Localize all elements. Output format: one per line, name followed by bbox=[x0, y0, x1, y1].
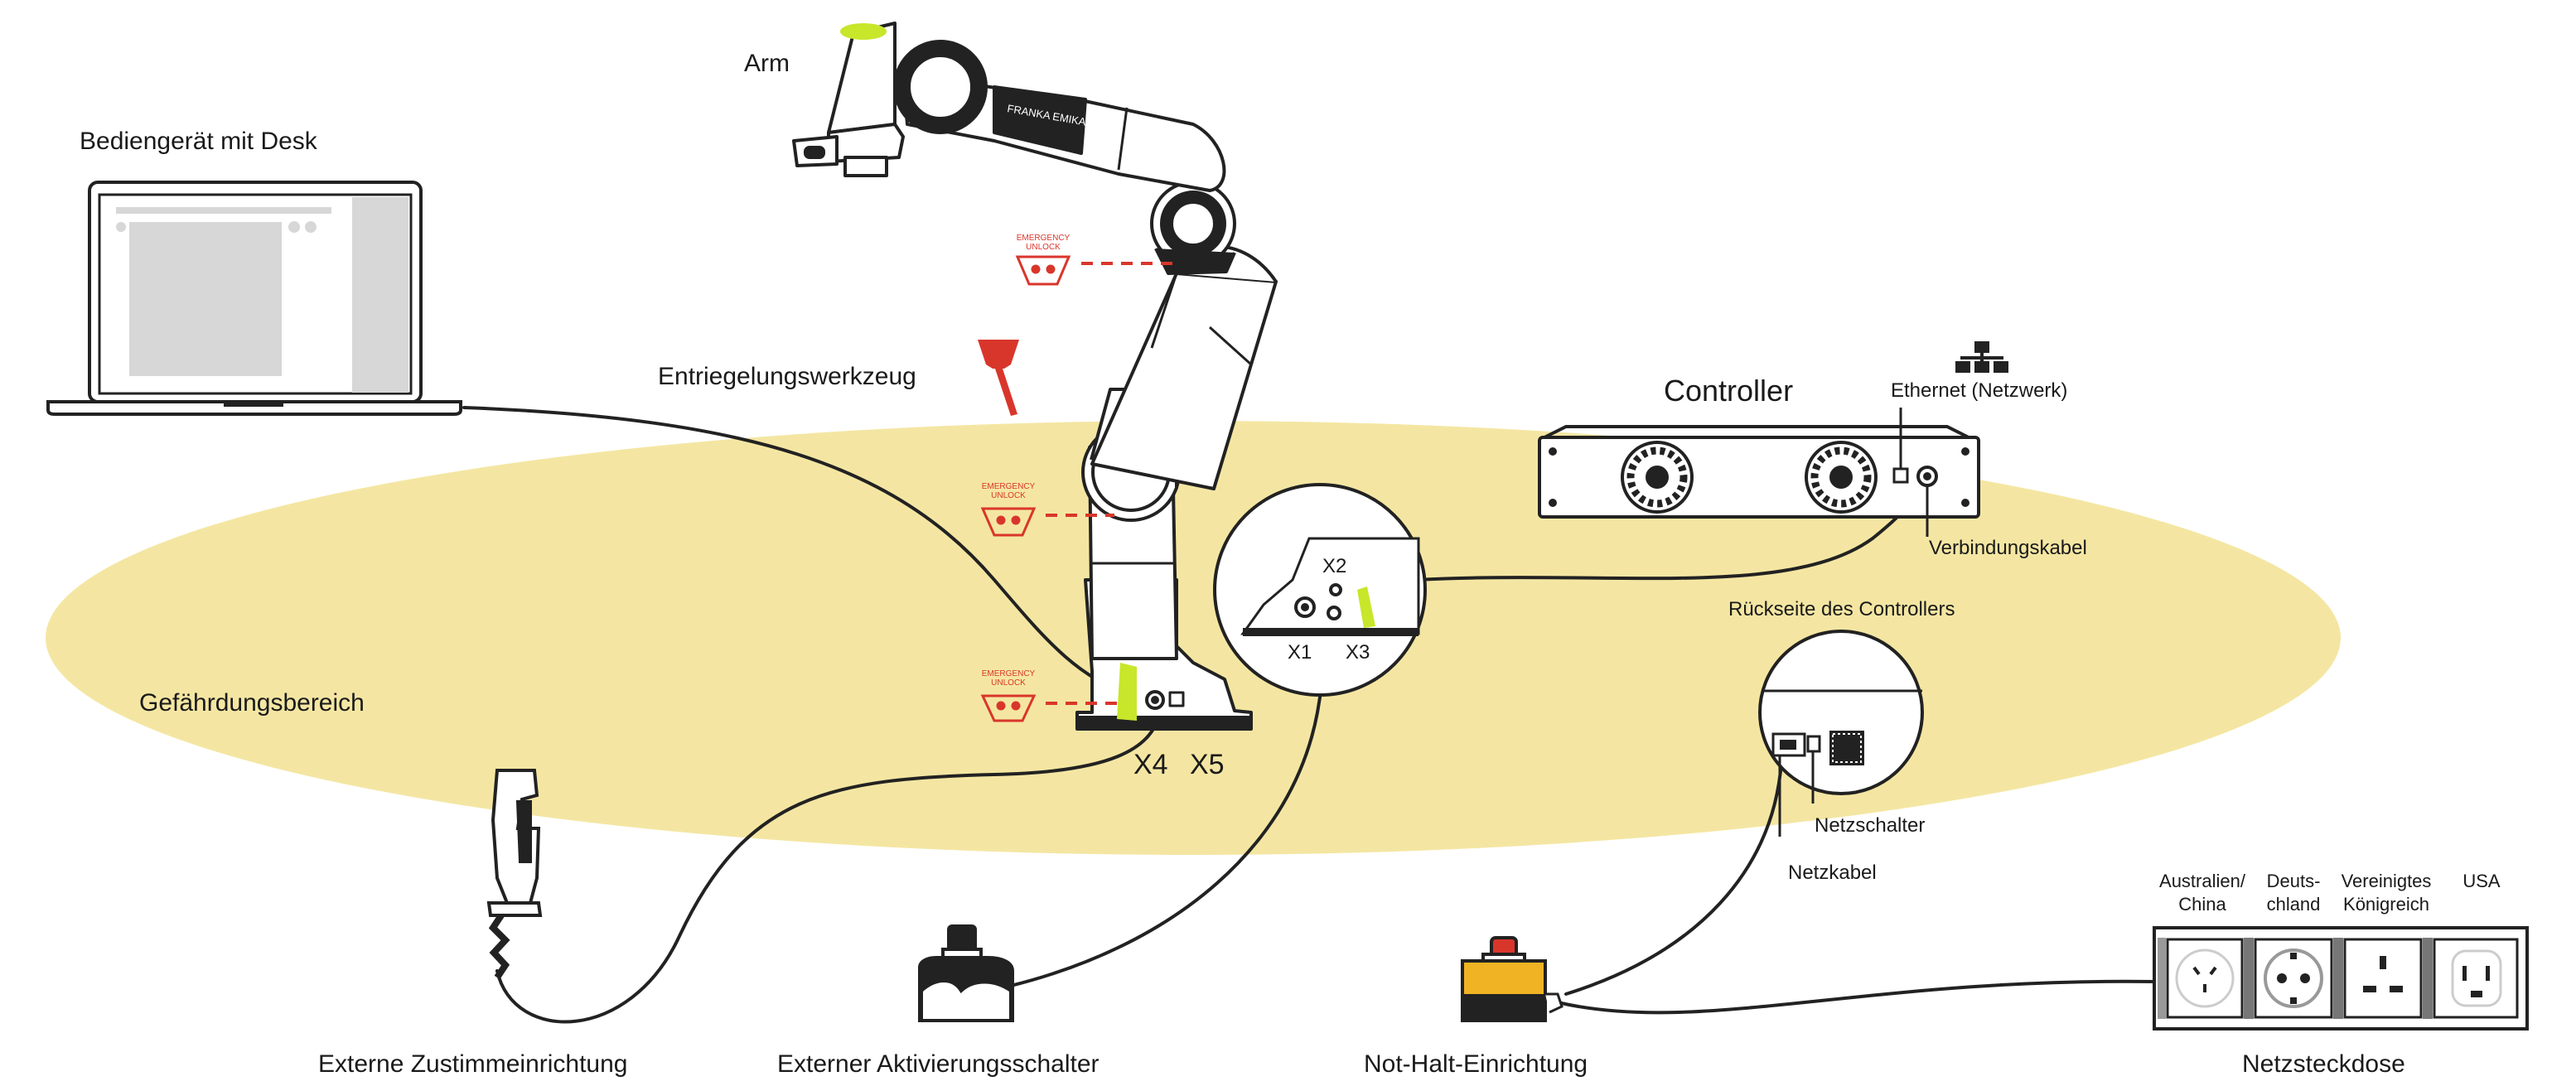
power-cable bbox=[1564, 760, 1783, 996]
hazard-zone-label: Gefährdungsbereich bbox=[139, 689, 365, 717]
emergency-stop-label: Not-Halt-Einrichtung bbox=[1364, 1050, 1588, 1078]
controller-back-label: Rückseite des Controllers bbox=[1728, 598, 1955, 620]
port-x4-label: X4 bbox=[1133, 749, 1168, 780]
socket-strip-illustration bbox=[2153, 926, 2529, 1030]
ethernet-label: Ethernet (Netzwerk) bbox=[1891, 379, 2068, 402]
enabling-device-illustration bbox=[486, 769, 543, 980]
desk-cable bbox=[462, 406, 1137, 697]
controller-illustration bbox=[1538, 425, 1980, 519]
controller-label: Controller bbox=[1664, 374, 1794, 408]
enabling-device-cable bbox=[495, 711, 1162, 1024]
robot-arm-illustration: FRANKA EMIKA bbox=[792, 22, 1278, 731]
desk-label: Bediengerät mit Desk bbox=[80, 128, 317, 155]
connection-cable-label: Verbindungskabel bbox=[1929, 537, 2087, 559]
port-x1-label: X1 bbox=[1288, 641, 1312, 664]
arm-label: Arm bbox=[744, 50, 790, 77]
socket-type-au: Australien/China bbox=[2159, 871, 2245, 915]
activation-switch-label: Externer Aktivierungsschalter bbox=[777, 1050, 1100, 1078]
socket-cable bbox=[1556, 979, 2156, 1015]
controller-back-detail bbox=[1758, 630, 1924, 837]
emergency-unlock-markers bbox=[980, 255, 1177, 722]
power-cable-label: Netzkabel bbox=[1788, 862, 1877, 884]
laptop-illustration bbox=[46, 181, 462, 416]
port-x5-label: X5 bbox=[1190, 749, 1225, 780]
base-ports-detail bbox=[1213, 483, 1427, 697]
unlock-tool-icon bbox=[978, 340, 1019, 416]
unlock-tool-label: Entriegelungswerkzeug bbox=[658, 363, 916, 390]
power-switch-label: Netzschalter bbox=[1815, 814, 1926, 837]
activation-switch-illustration bbox=[918, 924, 1014, 1022]
network-icon bbox=[1955, 341, 2008, 373]
port-x3-label: X3 bbox=[1346, 641, 1370, 664]
socket-type-de: Deuts-chland bbox=[2266, 871, 2321, 915]
port-x2-label: X2 bbox=[1322, 555, 1347, 577]
enabling-device-label: Externe Zustimmeinrichtung bbox=[318, 1050, 628, 1078]
emergency-stop-illustration bbox=[1461, 936, 1563, 1022]
socket-type-us: USA bbox=[2462, 871, 2501, 891]
socket-label: Netzsteckdose bbox=[2242, 1050, 2405, 1078]
